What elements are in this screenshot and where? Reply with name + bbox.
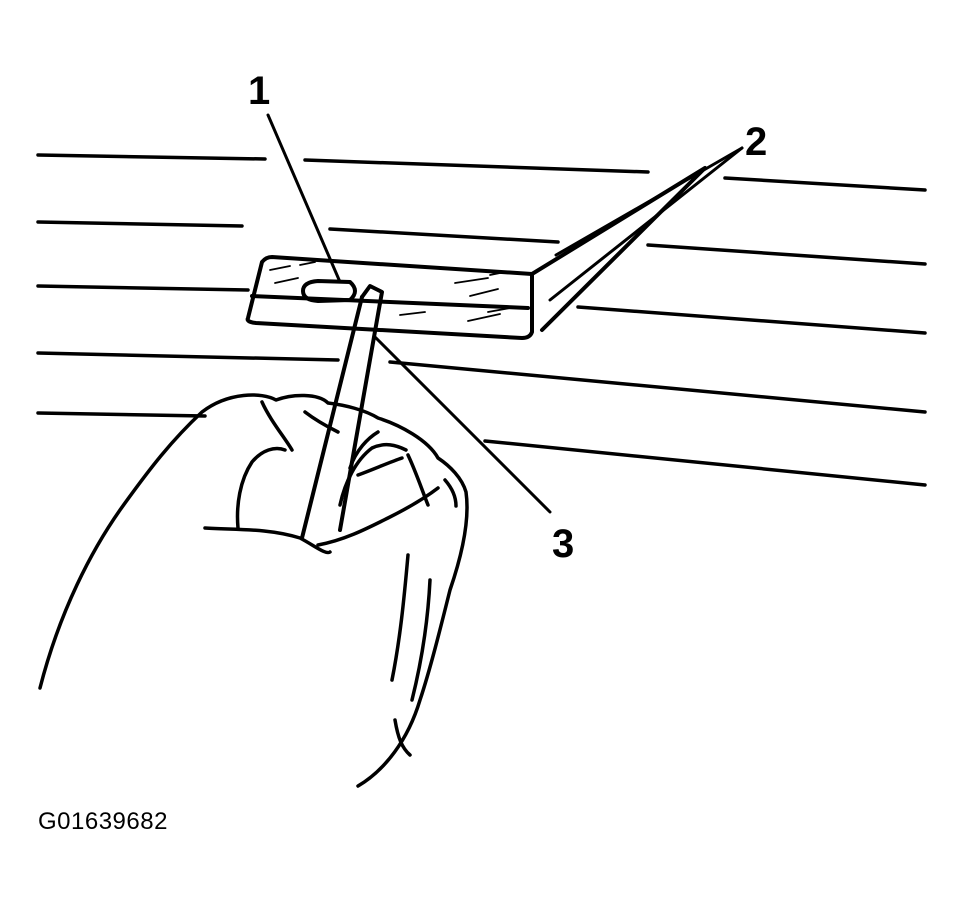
heater-grid-lines — [36, 153, 927, 487]
mirror-bracket — [245, 255, 534, 340]
grid-line-3 — [36, 284, 927, 335]
finger-crease-2 — [260, 400, 340, 452]
callout-label-2: 2 — [745, 120, 767, 164]
leader-line-2b — [548, 146, 744, 302]
callout-label-3: 3 — [552, 522, 574, 566]
wedge-outline — [530, 166, 707, 332]
pick-tip — [360, 284, 384, 305]
finger-crease-4 — [348, 430, 404, 477]
hand — [38, 393, 469, 788]
palm-crease — [390, 553, 432, 757]
bracket-cutout — [301, 279, 357, 303]
grid-line-4 — [36, 351, 927, 414]
glass-reflection-marks — [269, 261, 511, 322]
grid-line-1 — [36, 153, 927, 192]
wedge-tool — [530, 166, 707, 332]
callout-label-1: 1 — [248, 69, 270, 113]
leader-line-2a — [554, 146, 744, 257]
figure-id: G01639682 — [38, 808, 168, 835]
thumb-outline — [203, 526, 332, 555]
bracket-outline — [245, 255, 534, 340]
hand-outer-outline — [38, 393, 469, 788]
grid-line-2 — [36, 220, 927, 266]
pick-shaft — [300, 295, 382, 540]
leader-lines — [266, 113, 744, 514]
finger-crease-6 — [316, 486, 440, 547]
pick-tool — [300, 284, 384, 540]
leader-line-3 — [372, 334, 552, 514]
grid-line-5 — [36, 411, 927, 487]
leader-line-1 — [266, 113, 342, 284]
bracket-lip — [250, 294, 530, 310]
finger-crease-5 — [406, 453, 458, 508]
finger-crease-1 — [235, 446, 287, 530]
finger-crease-3 — [338, 442, 408, 507]
